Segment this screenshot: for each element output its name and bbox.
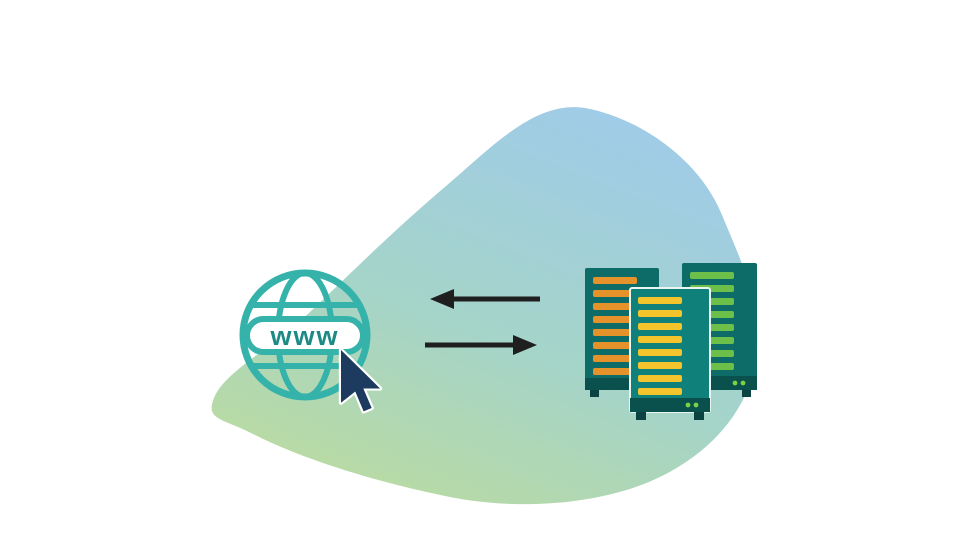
arrow-left-icon	[430, 289, 540, 309]
server-slat	[638, 349, 682, 356]
server-slat	[638, 336, 682, 343]
power-light	[732, 380, 738, 386]
server-racks	[585, 263, 757, 420]
power-light	[685, 402, 691, 408]
server-foot	[636, 412, 646, 420]
server-foot	[590, 390, 599, 397]
transfer-arrows	[425, 289, 540, 355]
power-light	[693, 402, 699, 408]
server-slat	[638, 297, 682, 304]
server-slat	[638, 375, 682, 382]
server-foot	[742, 390, 751, 397]
background-blob	[211, 107, 758, 505]
cursor-icon	[338, 347, 383, 414]
server-foot	[694, 412, 704, 420]
cursor-arrow	[338, 347, 383, 414]
globe-icon: www	[239, 269, 371, 401]
server-rack-front	[629, 287, 711, 420]
www-pill	[244, 316, 366, 355]
www-label: www	[269, 321, 339, 351]
arrow-right-icon	[425, 335, 537, 355]
server-slat	[690, 272, 734, 279]
server-slat	[638, 388, 682, 395]
server-slat	[638, 362, 682, 369]
server-base-band	[630, 398, 710, 412]
server-slat	[593, 277, 637, 284]
server-slat	[638, 323, 682, 330]
power-light	[740, 380, 746, 386]
server-slat	[638, 310, 682, 317]
